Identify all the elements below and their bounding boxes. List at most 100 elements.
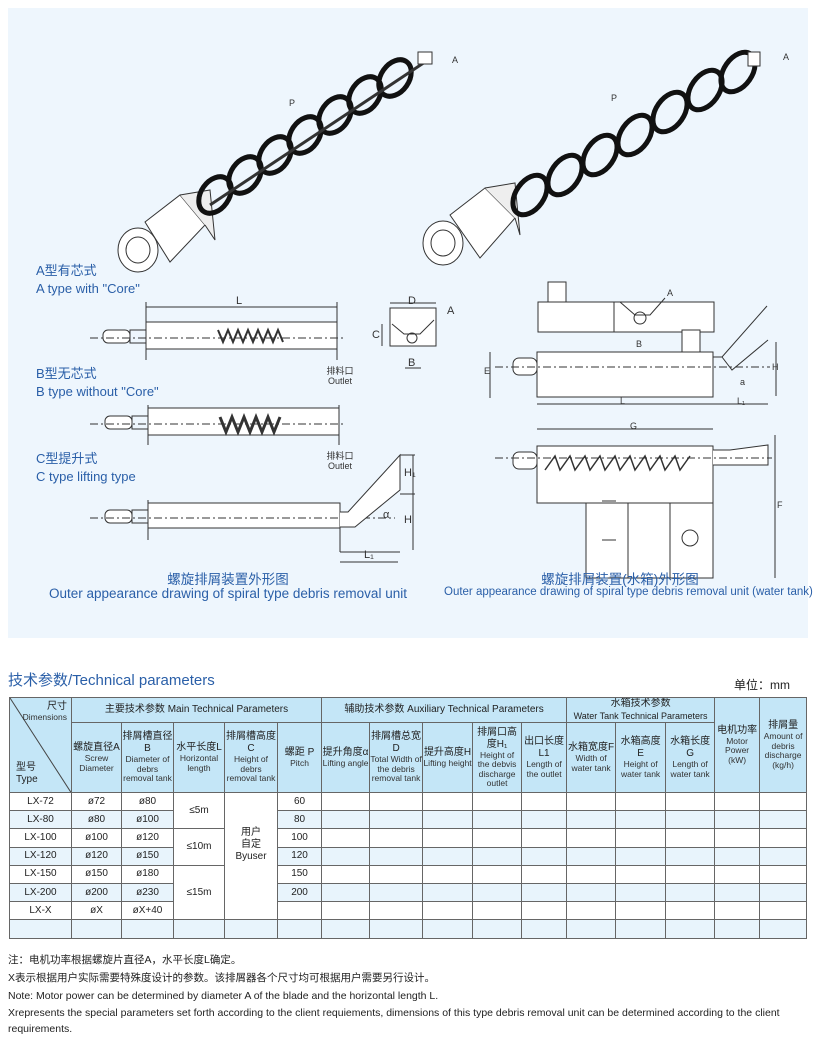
table-cell xyxy=(615,901,667,921)
dim-alpha: α xyxy=(383,509,390,521)
dim-h: H xyxy=(404,514,412,526)
header-zh: 提升角度α xyxy=(322,746,369,758)
table-cell: øX+40 xyxy=(121,901,174,921)
table-cell xyxy=(759,864,808,884)
header-zh: 螺旋直径A xyxy=(73,742,120,753)
height-c-en: Byuser xyxy=(235,851,267,862)
table-cell xyxy=(566,810,617,830)
table-cell xyxy=(714,882,761,903)
table-cell: ø150 xyxy=(71,864,122,884)
dim-l1-tank: L₁ xyxy=(737,396,746,406)
table-cell xyxy=(472,810,523,830)
table-cell xyxy=(369,901,424,921)
table-cell: ø100 xyxy=(121,810,174,830)
table-cell: ø200 xyxy=(71,882,122,903)
header-en: Length of water tank xyxy=(670,759,710,779)
table-cell xyxy=(121,919,174,939)
table-cell: øX xyxy=(71,901,122,921)
water-tank-side-view xyxy=(489,281,777,405)
table-cell xyxy=(369,810,424,830)
type-a-label-en: A type with "Core" xyxy=(36,281,140,296)
table-cell xyxy=(369,882,424,903)
table-cell: LX-150 xyxy=(9,864,72,884)
table-cell: ø150 xyxy=(121,846,174,866)
table-cell: 100 xyxy=(276,828,323,848)
table-cell: ø120 xyxy=(121,828,174,848)
table-cell: LX-72 xyxy=(9,791,72,812)
dim-d: D xyxy=(408,295,416,307)
table-cell xyxy=(566,846,617,866)
dim-b: B xyxy=(408,357,416,369)
table-cell xyxy=(615,810,667,830)
table-cell xyxy=(714,810,761,830)
type-zh: 型号 xyxy=(16,762,36,773)
outlet-en: Outlet xyxy=(327,461,352,471)
table-cell xyxy=(615,864,667,884)
table-cell: LX-200 xyxy=(9,882,72,903)
outlet-zh: 排料口 xyxy=(326,451,354,461)
dim-a-left: A xyxy=(452,55,459,65)
unit-label: 单位：mm xyxy=(734,678,790,692)
type-b-label-en: B type without "Core" xyxy=(36,384,159,399)
table-cell xyxy=(472,791,523,812)
table-cell xyxy=(665,846,716,866)
header-zh: 排屑槽总宽D xyxy=(371,731,422,755)
table-cell xyxy=(369,846,424,866)
dim-a-tank: A xyxy=(667,288,674,298)
table-cell xyxy=(472,828,523,848)
table-cell xyxy=(665,791,716,812)
group-aux: 辅助技术参数 Auxiliary Technical Parameters xyxy=(321,697,568,723)
table-cell xyxy=(714,864,761,884)
table-cell xyxy=(521,882,568,903)
type-b-side-view xyxy=(90,405,345,445)
header-zh: 提升高度H xyxy=(423,746,472,758)
table-cell xyxy=(422,919,474,939)
table-cell xyxy=(759,828,808,848)
table-cell: ø120 xyxy=(71,846,122,866)
header-zh: 排屑口高度H₁ xyxy=(477,726,518,750)
table-cell xyxy=(615,791,667,812)
header-zh: 出口长度L1 xyxy=(524,736,565,759)
table-cell: 200 xyxy=(276,882,323,903)
table-cell xyxy=(566,882,617,903)
header-zh: 水箱长度 G xyxy=(670,736,711,759)
table-cell xyxy=(276,919,323,939)
table-cell xyxy=(422,810,474,830)
table-cell xyxy=(321,791,371,812)
header-en: Amount of debris discharge (kg/h) xyxy=(763,731,803,770)
type-a-side-view xyxy=(90,302,437,369)
header-zh: 电机功率 xyxy=(717,724,758,736)
table-cell xyxy=(422,828,474,848)
table-cell: 120 xyxy=(276,846,323,866)
table-cell xyxy=(369,919,424,939)
group-tank-en: Water Tank Technical Parameters xyxy=(573,711,708,721)
header-zh: 水箱高度 E xyxy=(620,736,661,759)
screw-b-isometric xyxy=(422,49,761,266)
table-cell xyxy=(714,791,761,812)
table-cell xyxy=(521,864,568,884)
table-cell: ≤15m xyxy=(173,864,225,921)
table-cell xyxy=(665,864,716,884)
dim-a-right: A xyxy=(783,52,790,62)
table-cell xyxy=(759,846,808,866)
table-cell xyxy=(665,882,716,903)
dim-c: C xyxy=(372,329,380,341)
table-cell xyxy=(422,864,474,884)
table-cell xyxy=(369,791,424,812)
table-cell: ≤5m xyxy=(173,791,225,830)
table-cell: LX-120 xyxy=(9,846,72,866)
table-cell xyxy=(521,810,568,830)
group-aux-label: 辅助技术参数 Auxiliary Technical Parameters xyxy=(344,704,544,715)
group-tank-zh: 水箱技术参数 xyxy=(610,698,671,710)
